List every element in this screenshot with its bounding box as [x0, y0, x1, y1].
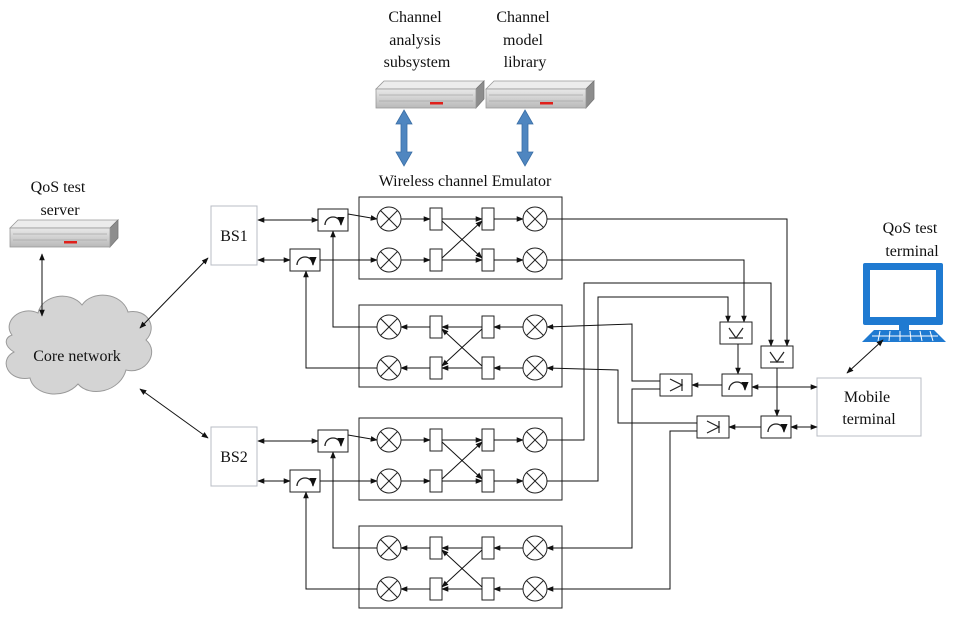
core-bs1-link [139, 257, 209, 329]
fader-element [481, 577, 495, 601]
terminal-mobile-link [846, 339, 884, 374]
mixer-icon [376, 355, 402, 381]
fader-element [481, 428, 495, 452]
fader-element [429, 315, 443, 339]
fader-element [481, 356, 495, 380]
mixer-icon [376, 206, 402, 232]
combiner-icon [659, 373, 693, 397]
circulator-icon [760, 415, 792, 439]
channel-analysis-label: Channel analysis subsystem [384, 9, 451, 71]
qos-terminal-label: QoS test terminal [883, 220, 942, 260]
fader-element [481, 207, 495, 231]
mixer-icon [522, 427, 548, 453]
emulator-label: Wireless channel Emulator [379, 173, 552, 190]
fader-element [429, 207, 443, 231]
mixer-icon [376, 576, 402, 602]
bs2-label: BS2 [220, 449, 248, 466]
circulator-icon [317, 208, 349, 232]
combiner-icon [760, 345, 794, 369]
fader-element [481, 469, 495, 493]
circulator-icon [289, 248, 321, 272]
bs2-box [210, 426, 258, 487]
model-link-arrow [516, 109, 534, 167]
mixer-icon [522, 468, 548, 494]
circulator-icon [721, 373, 753, 397]
circulator-icon [289, 469, 321, 493]
circulator-icon [317, 429, 349, 453]
mixer-icon [376, 427, 402, 453]
fader-element [481, 536, 495, 560]
fader-element [429, 536, 443, 560]
mixer-icon [376, 535, 402, 561]
channel-model-label: Channel model library [496, 9, 553, 71]
combiner-icon [719, 321, 753, 345]
channel-model-server-icon [485, 80, 595, 109]
combiner-icon [696, 415, 730, 439]
core-network-cloud [5, 294, 152, 395]
core-network-label: Core network [33, 348, 121, 365]
mixer-icon [522, 247, 548, 273]
channel-analysis-server-icon [375, 80, 485, 109]
mixer-icon [522, 535, 548, 561]
signal-wiring [257, 213, 818, 592]
mobile-terminal-label: Mobile terminal [842, 389, 896, 428]
analysis-link-arrow [395, 109, 413, 167]
mixer-icon [522, 314, 548, 340]
bs1-label: BS1 [220, 228, 248, 245]
mixer-icon [376, 247, 402, 273]
qos-test-server-icon [9, 219, 119, 248]
fader-element [429, 356, 443, 380]
fader-element [429, 469, 443, 493]
qos-server-label: QoS test server [31, 179, 90, 219]
computer-monitor-icon [862, 263, 946, 342]
fader-element [429, 248, 443, 272]
core-bs2-link [139, 388, 209, 439]
combiners [659, 321, 794, 439]
mixer-icon [522, 576, 548, 602]
bs1-box [210, 205, 258, 266]
fader-element [481, 315, 495, 339]
fader-element [429, 428, 443, 452]
mixer-icon [376, 468, 402, 494]
mobile-terminal-box [816, 377, 922, 437]
mixer-icon [522, 206, 548, 232]
mixer-icon [376, 314, 402, 340]
fader-element [429, 577, 443, 601]
fader-element [481, 248, 495, 272]
mixer-icon [522, 355, 548, 381]
emulator-blocks [358, 196, 563, 609]
